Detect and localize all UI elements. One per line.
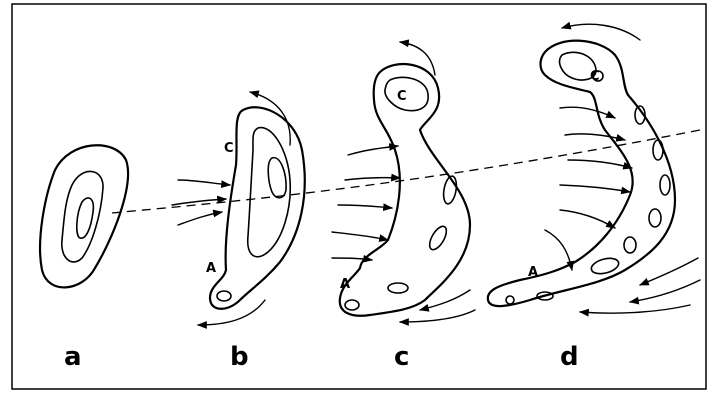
panel-c-label-c: C [397,89,407,104]
panel-d-arrows [545,24,700,313]
panel-label-d: d [560,342,579,372]
panel-label-c: c [394,342,409,372]
panel-d-label-a: A [528,265,538,280]
figure-frame [12,4,706,389]
panel-c-label-a: A [340,277,350,292]
panel-a-echo [40,145,128,287]
panel-label-b: b [230,342,249,372]
panel-b-label-c: C [224,141,234,156]
panel-b-arrows [172,92,290,325]
panel-d-echo [488,41,675,306]
panel-d-label-c: C [590,69,600,84]
panel-label-a: a [64,342,82,372]
panel-b-label-a: A [206,261,216,276]
